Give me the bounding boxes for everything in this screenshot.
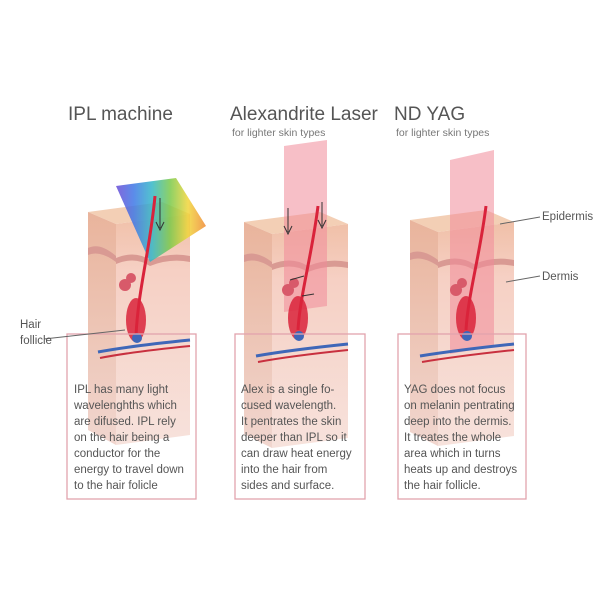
ipl-hair-follicle — [97, 195, 191, 359]
alex-description-line: deeper than IPL so it — [241, 432, 347, 444]
yag-description-line: the hair follicle. — [404, 480, 481, 492]
alex-description-line: sides and surface. — [241, 480, 335, 492]
ipl-description-line: are difused. IPL rely — [74, 416, 176, 428]
ipl-description: IPL has many light wavelenghths which ar… — [74, 382, 184, 494]
alex-description-line: Alex is a single fo- — [241, 384, 335, 396]
alex-laser-beam — [284, 140, 327, 312]
alex-subtitle: for lighter skin types — [232, 127, 326, 139]
yag-description-line: heats up and destroys — [404, 464, 518, 476]
ipl-description-line: conductor for the — [74, 448, 161, 460]
ipl-description-line: to the hair folicle — [74, 480, 158, 492]
yag-description-line: on melanin pentrating — [404, 400, 515, 412]
ipl-description-line: energy to travel down — [74, 464, 184, 476]
yag-description-line: area which in turns — [404, 448, 501, 460]
yag-hair-follicle — [419, 205, 515, 363]
epidermis-label: Epidermis — [542, 211, 594, 223]
ipl-rainbow-light — [116, 178, 206, 262]
yag-description-box — [397, 333, 527, 500]
follicle-label: follicle — [20, 335, 52, 347]
hair-follicle-pointer — [43, 329, 126, 340]
yag-description-line: deep into the dermis. — [404, 416, 512, 428]
ipl-description-line: wavelenghths which — [74, 400, 177, 412]
hair-label: Hair — [20, 319, 42, 331]
ipl-description-line: on the hair being a — [74, 432, 170, 444]
alex-hair-follicle — [255, 202, 349, 363]
yag-title: ND YAG — [394, 104, 466, 125]
yag-subtitle: for lighter skin types — [396, 127, 490, 139]
alex-description: Alex is a single fo- cused wavelength. I… — [241, 382, 352, 494]
alex-title: Alexandrite Laser — [230, 104, 378, 125]
yag-description: YAG does not focus on melanin pentrating… — [404, 382, 517, 494]
alex-description-line: into the hair from — [241, 464, 328, 476]
alex-description-line: can draw heat energy — [241, 448, 352, 460]
dermis-pointer — [505, 275, 541, 283]
yag-description-line: It treates the whole — [404, 432, 502, 444]
yag-description-line: YAG does not focus — [404, 384, 506, 396]
dermis-label: Dermis — [542, 271, 579, 283]
ipl-description-line: IPL has many light — [74, 384, 169, 396]
ipl-skin-block — [88, 202, 190, 445]
alex-description-line: It pentrates the skin — [241, 416, 342, 428]
ipl-title: IPL machine — [68, 104, 173, 125]
alex-description-box — [234, 333, 366, 500]
ipl-description-box — [66, 333, 197, 500]
epidermis-pointer — [499, 216, 541, 225]
alex-description-line: cused wavelength. — [241, 400, 337, 412]
